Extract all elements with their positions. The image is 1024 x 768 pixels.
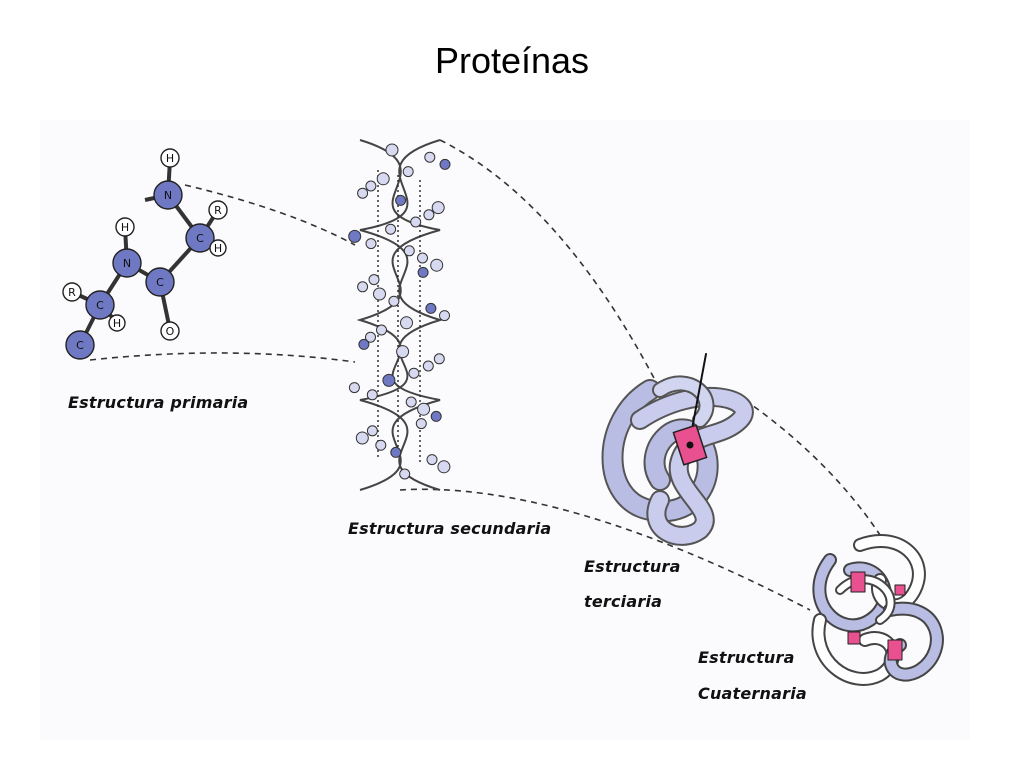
helix-atom [415, 418, 427, 430]
helix-atom [439, 158, 451, 170]
helix-atom [426, 454, 438, 466]
helix-atom [403, 245, 415, 257]
secondary-structure-helix [348, 139, 451, 491]
atom-label: H [166, 152, 174, 165]
helix-atom [437, 460, 451, 474]
helix-atom [395, 194, 407, 206]
label-secondary-structure: Estructura secundaria [348, 519, 552, 538]
slide-title: Proteínas [434, 40, 590, 81]
label-quaternary-structure-line2: Cuaternaria [698, 684, 807, 703]
helix-atom [402, 166, 414, 178]
helix-atom [400, 316, 413, 330]
helix-atom [433, 353, 445, 365]
helix-atom [417, 402, 431, 416]
atom-label: R [68, 286, 76, 299]
helix-atom [368, 274, 380, 286]
helix-atom [423, 209, 435, 221]
helix-atom [396, 345, 410, 359]
helix-atom [430, 410, 442, 422]
helix-atom [366, 389, 378, 401]
label-primary-structure: Estructura primaria [68, 393, 249, 412]
helix-atom [405, 396, 417, 408]
label-tertiary-structure-line2: terciaria [584, 592, 663, 611]
helix-atom [425, 302, 437, 314]
connector-lines [89, 139, 881, 611]
helix-atom [376, 172, 390, 186]
atom-label: H [113, 317, 121, 330]
helix-atom [355, 431, 369, 445]
atom-label: N [164, 189, 172, 202]
helix-atom [390, 446, 402, 458]
helix-atom [358, 338, 370, 350]
helix-atom [408, 367, 420, 379]
label-quaternary-structure-line1: Estructura [698, 648, 795, 667]
atom-label: H [121, 221, 129, 234]
primary-structure-molecule: N C C N C C H R H H O R H [62, 148, 228, 360]
quaternary-structure-complex [811, 534, 944, 686]
atom-label: N [123, 257, 131, 270]
helix-atom [357, 187, 369, 199]
helix-atom [382, 373, 396, 387]
tertiary-structure-fold [601, 353, 754, 546]
helix-atom [417, 252, 428, 264]
helix-atom [388, 295, 400, 307]
helix-atom [417, 266, 429, 278]
helix-atom [357, 281, 369, 293]
atom-label: C [196, 232, 204, 245]
helix-atom [399, 468, 411, 480]
helix-atom [373, 287, 386, 301]
atom-label: C [76, 339, 84, 352]
helix-atom [348, 229, 362, 243]
helix-atom [365, 331, 376, 343]
helix-atom [385, 223, 397, 235]
atom-label: C [96, 299, 104, 312]
helix-atom [439, 310, 450, 322]
label-tertiary-structure-line1: Estructura [584, 557, 681, 576]
atom-label: O [166, 325, 175, 338]
helix-atom [385, 143, 399, 157]
atom-label: C [156, 276, 164, 289]
helix-atom [366, 425, 378, 437]
helix-atom [424, 151, 436, 163]
helix-atom [365, 180, 377, 192]
helix-atom [376, 324, 387, 336]
atom-label: H [214, 242, 222, 255]
helix-atom [431, 201, 445, 215]
helix-atom [430, 258, 444, 272]
atom-label: R [214, 204, 222, 217]
helix-atom [348, 382, 360, 394]
helix-atom [410, 216, 422, 228]
helix-atom [422, 360, 434, 372]
helix-atom [365, 238, 377, 250]
helix-atom [375, 439, 387, 451]
